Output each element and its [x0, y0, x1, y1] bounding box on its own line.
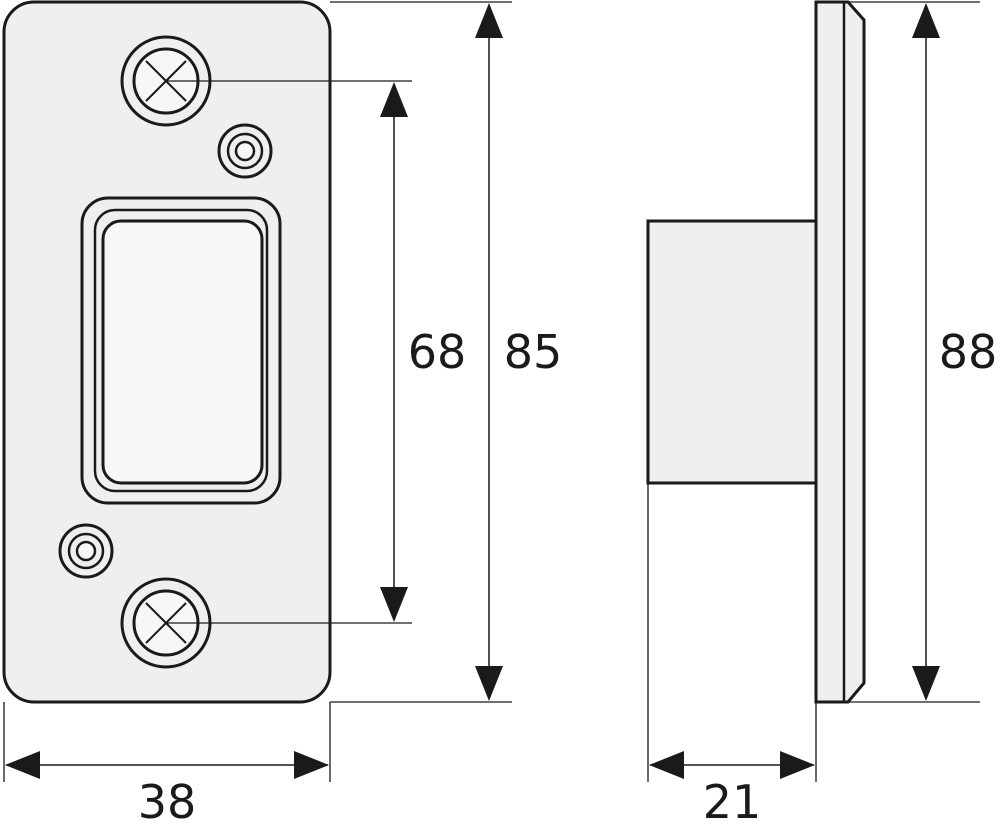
front-view	[2, 0, 332, 704]
dimension-21-label: 21	[703, 775, 762, 820]
dimension-88-label: 88	[939, 325, 998, 379]
dimension-68: 68	[380, 82, 474, 622]
dimension-85-label: 85	[504, 325, 563, 379]
dimension-38: 38	[5, 751, 329, 825]
bolt-opening	[80, 196, 282, 505]
dimension-38-label: 38	[138, 775, 197, 820]
front-extension-lines	[3, 1, 512, 782]
plate-edge	[814, 0, 866, 704]
dimension-21: 21	[649, 751, 815, 825]
side-extension-lines	[647, 1, 980, 782]
side-view	[646, 0, 866, 704]
dimension-85: 85	[475, 3, 568, 701]
lower-rivet	[58, 523, 114, 579]
latch-box	[646, 219, 818, 485]
dimension-88: 88	[912, 3, 1000, 701]
upper-rivet	[217, 123, 273, 179]
dimension-68-label: 68	[408, 325, 467, 379]
